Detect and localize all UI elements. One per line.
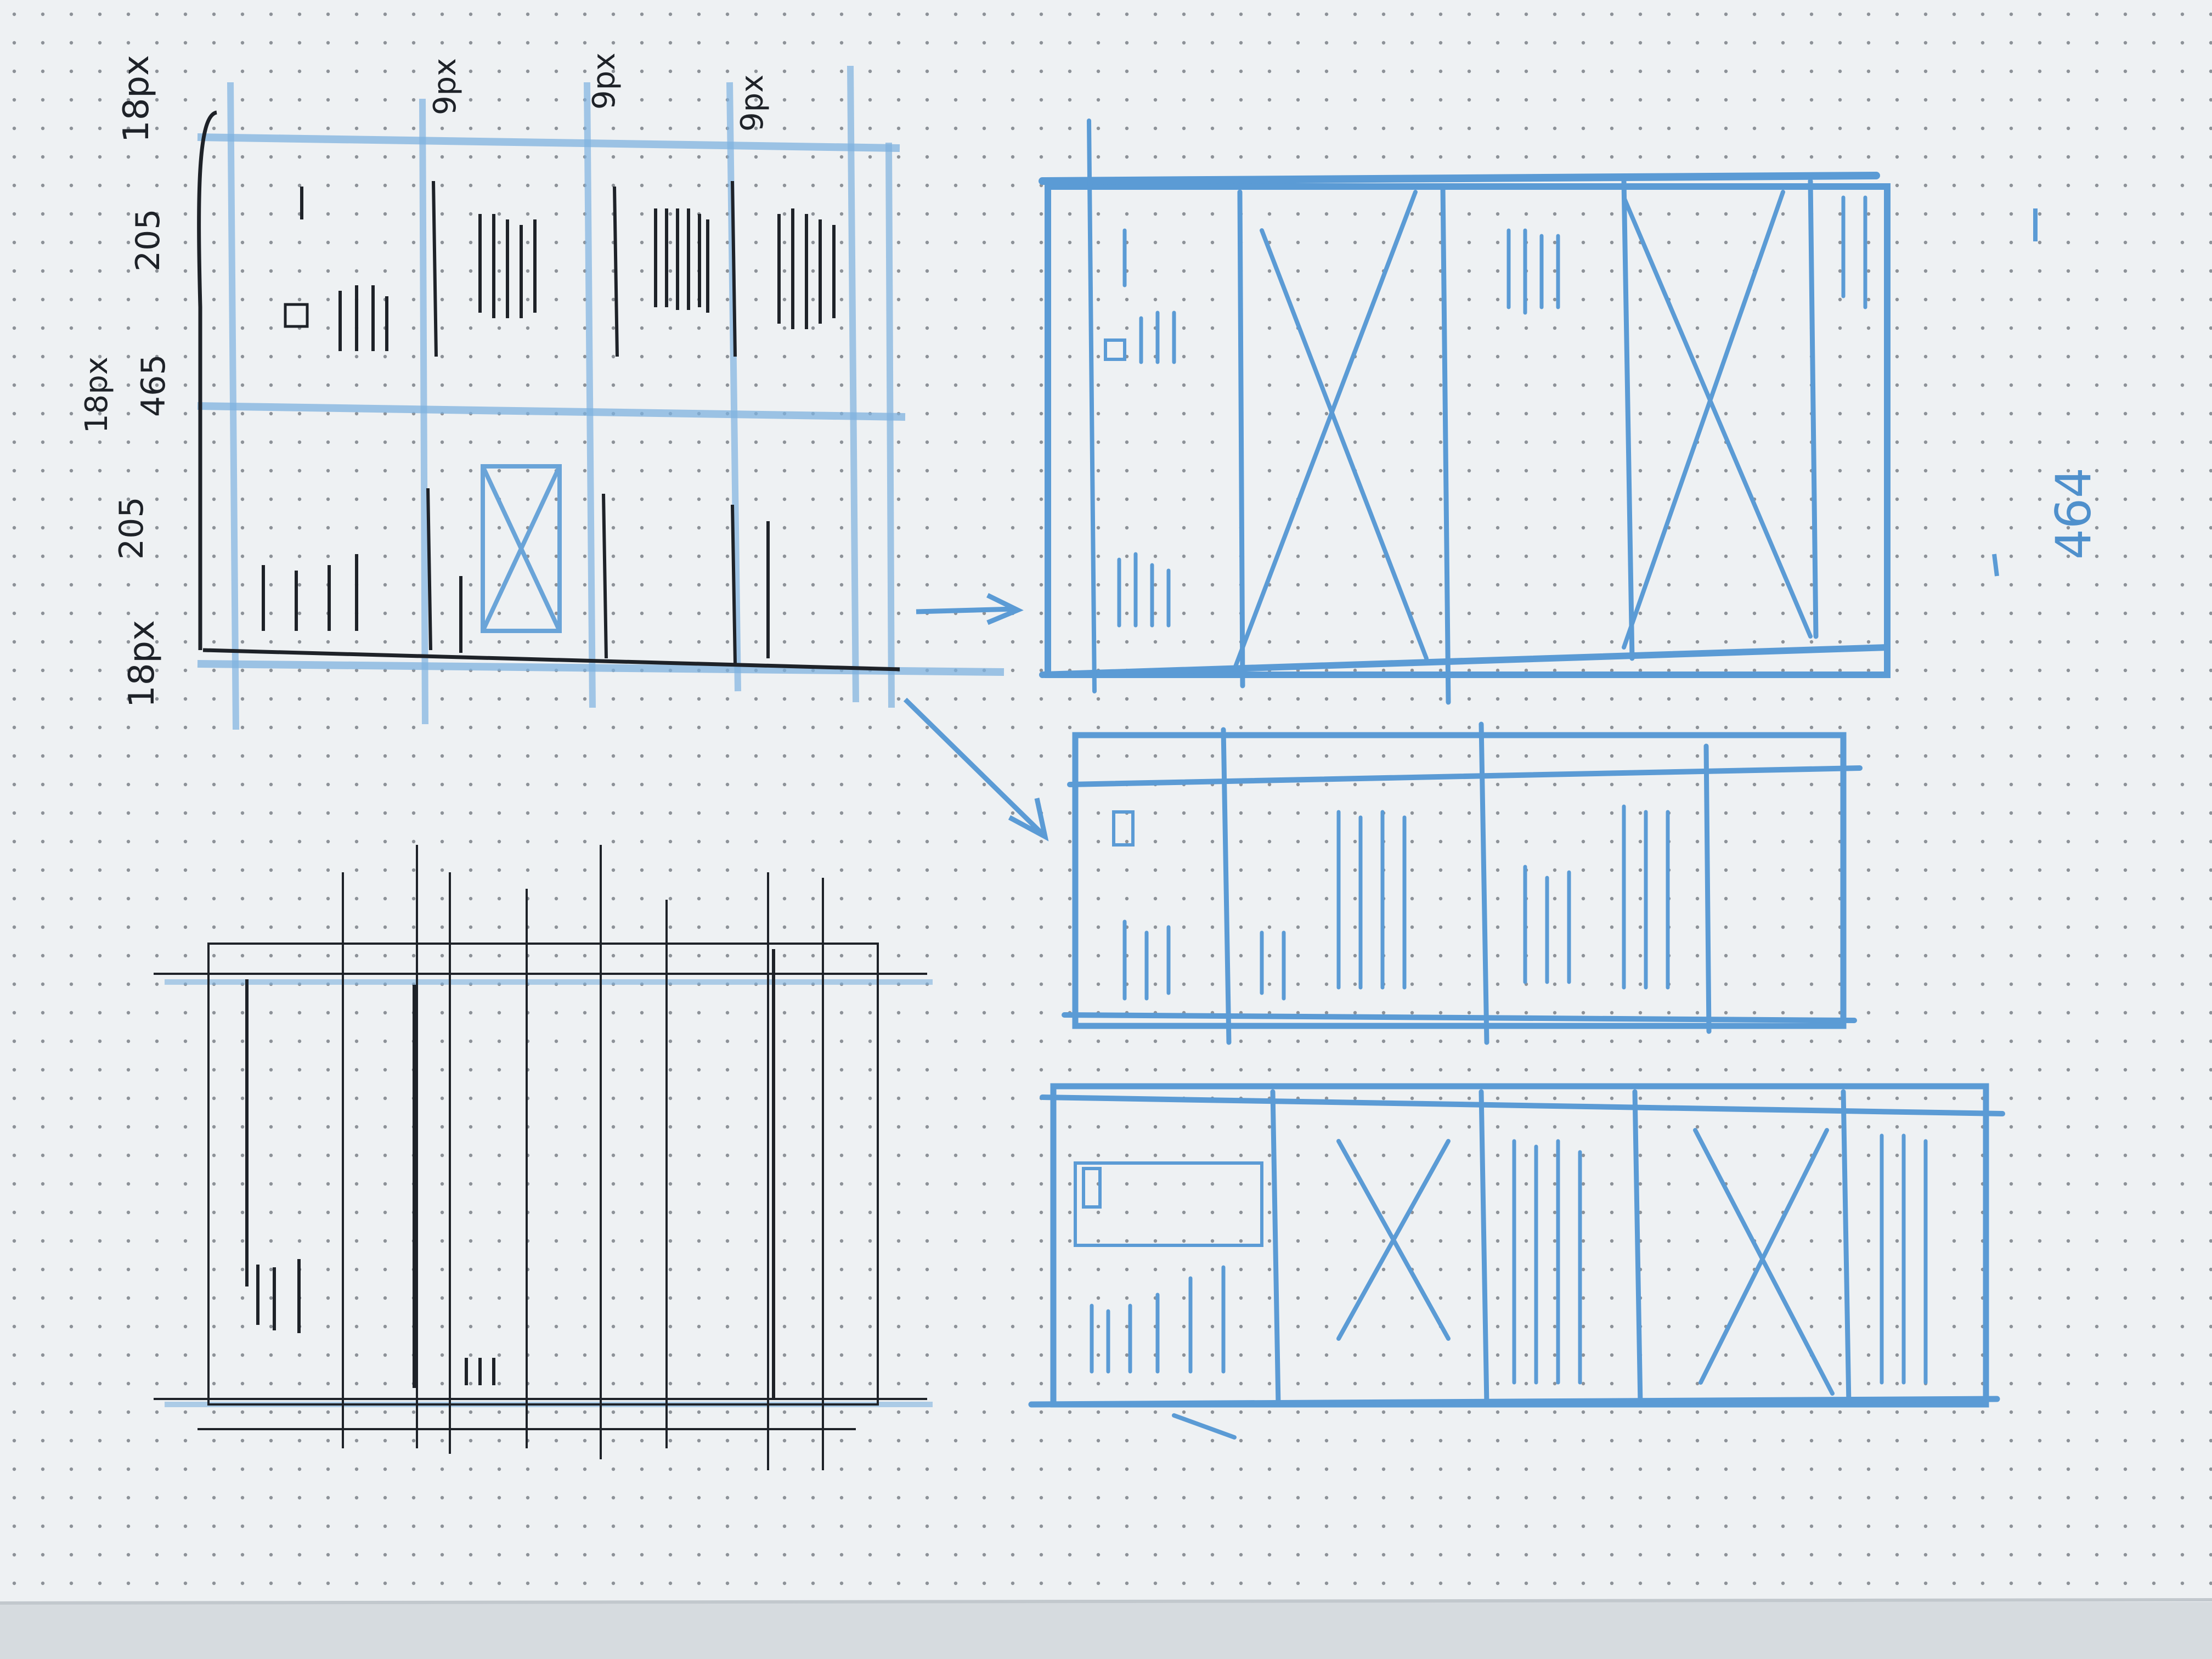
svg-text:9px: 9px	[735, 75, 770, 132]
grid-sketch-top	[197, 65, 1005, 730]
svg-text:18px: 18px	[79, 357, 115, 433]
grid-sketch-bottom	[154, 845, 933, 1470]
svg-text:9px: 9px	[586, 53, 622, 110]
dimension-annotations: 18px 9px 9px 9px 205 18px 465 205 18px	[79, 53, 770, 708]
wireframe-mobile	[1028, 1083, 2005, 1440]
wireframe-desktop	[1039, 119, 1891, 705]
svg-text:205: 205	[129, 208, 167, 272]
svg-text:464: 464	[2045, 467, 2102, 560]
wireframe-tablet	[1062, 721, 1863, 1045]
svg-text:18px: 18px	[122, 620, 162, 708]
side-marks	[1992, 208, 2038, 577]
svg-text:18px: 18px	[116, 55, 157, 143]
arrow-icon	[903, 592, 1049, 842]
image-placeholder	[481, 464, 562, 633]
side-note-464: 464	[2045, 467, 2102, 560]
svg-text:9px: 9px	[427, 58, 463, 115]
svg-text:205: 205	[112, 496, 151, 560]
svg-text:465: 465	[134, 354, 173, 417]
